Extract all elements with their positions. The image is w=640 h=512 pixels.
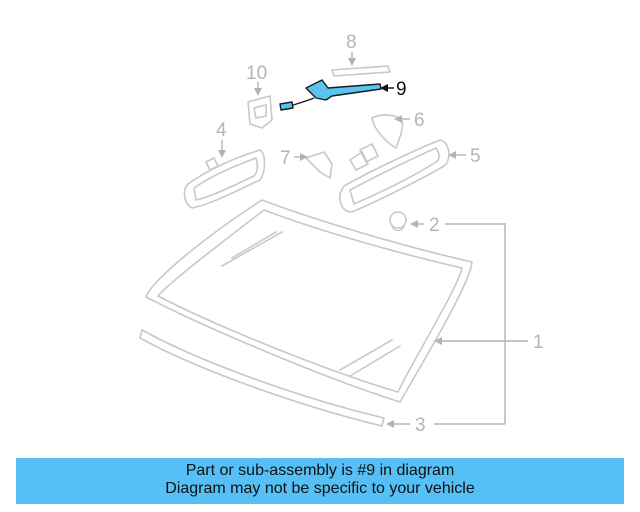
windshield-lower-moulding [139,329,385,427]
callout-4: 4 [216,120,227,141]
callout-2: 2 [429,215,440,236]
rear-view-mirror-left [183,149,266,209]
mirror-bracket [305,151,333,179]
windshield-glass [145,199,473,403]
callout-1: 1 [533,332,544,353]
wiring-harness-part-9 [279,79,382,111]
callout-6: 6 [414,110,425,131]
clip-part [331,65,391,77]
callout-10: 10 [246,63,267,84]
callout-5: 5 [470,146,481,167]
mirror-cover [371,114,404,149]
sensor-bracket [247,95,273,129]
parts-diagram: 1 2 3 4 5 6 7 8 9 10 [139,32,544,436]
callout-9: 9 [396,79,407,100]
banner-line-part: Part or sub-assembly is #9 in diagram [185,462,455,479]
callout-8: 8 [346,32,357,53]
callout-3: 3 [415,415,426,436]
info-banner: Part or sub-assembly is #9 in diagram Di… [16,458,624,504]
rear-view-mirror-right [339,139,450,213]
banner-line-disclaimer: Diagram may not be specific to your vehi… [165,480,475,497]
plug-part [389,211,407,232]
leader-lines [218,52,528,428]
callout-7: 7 [280,148,291,169]
